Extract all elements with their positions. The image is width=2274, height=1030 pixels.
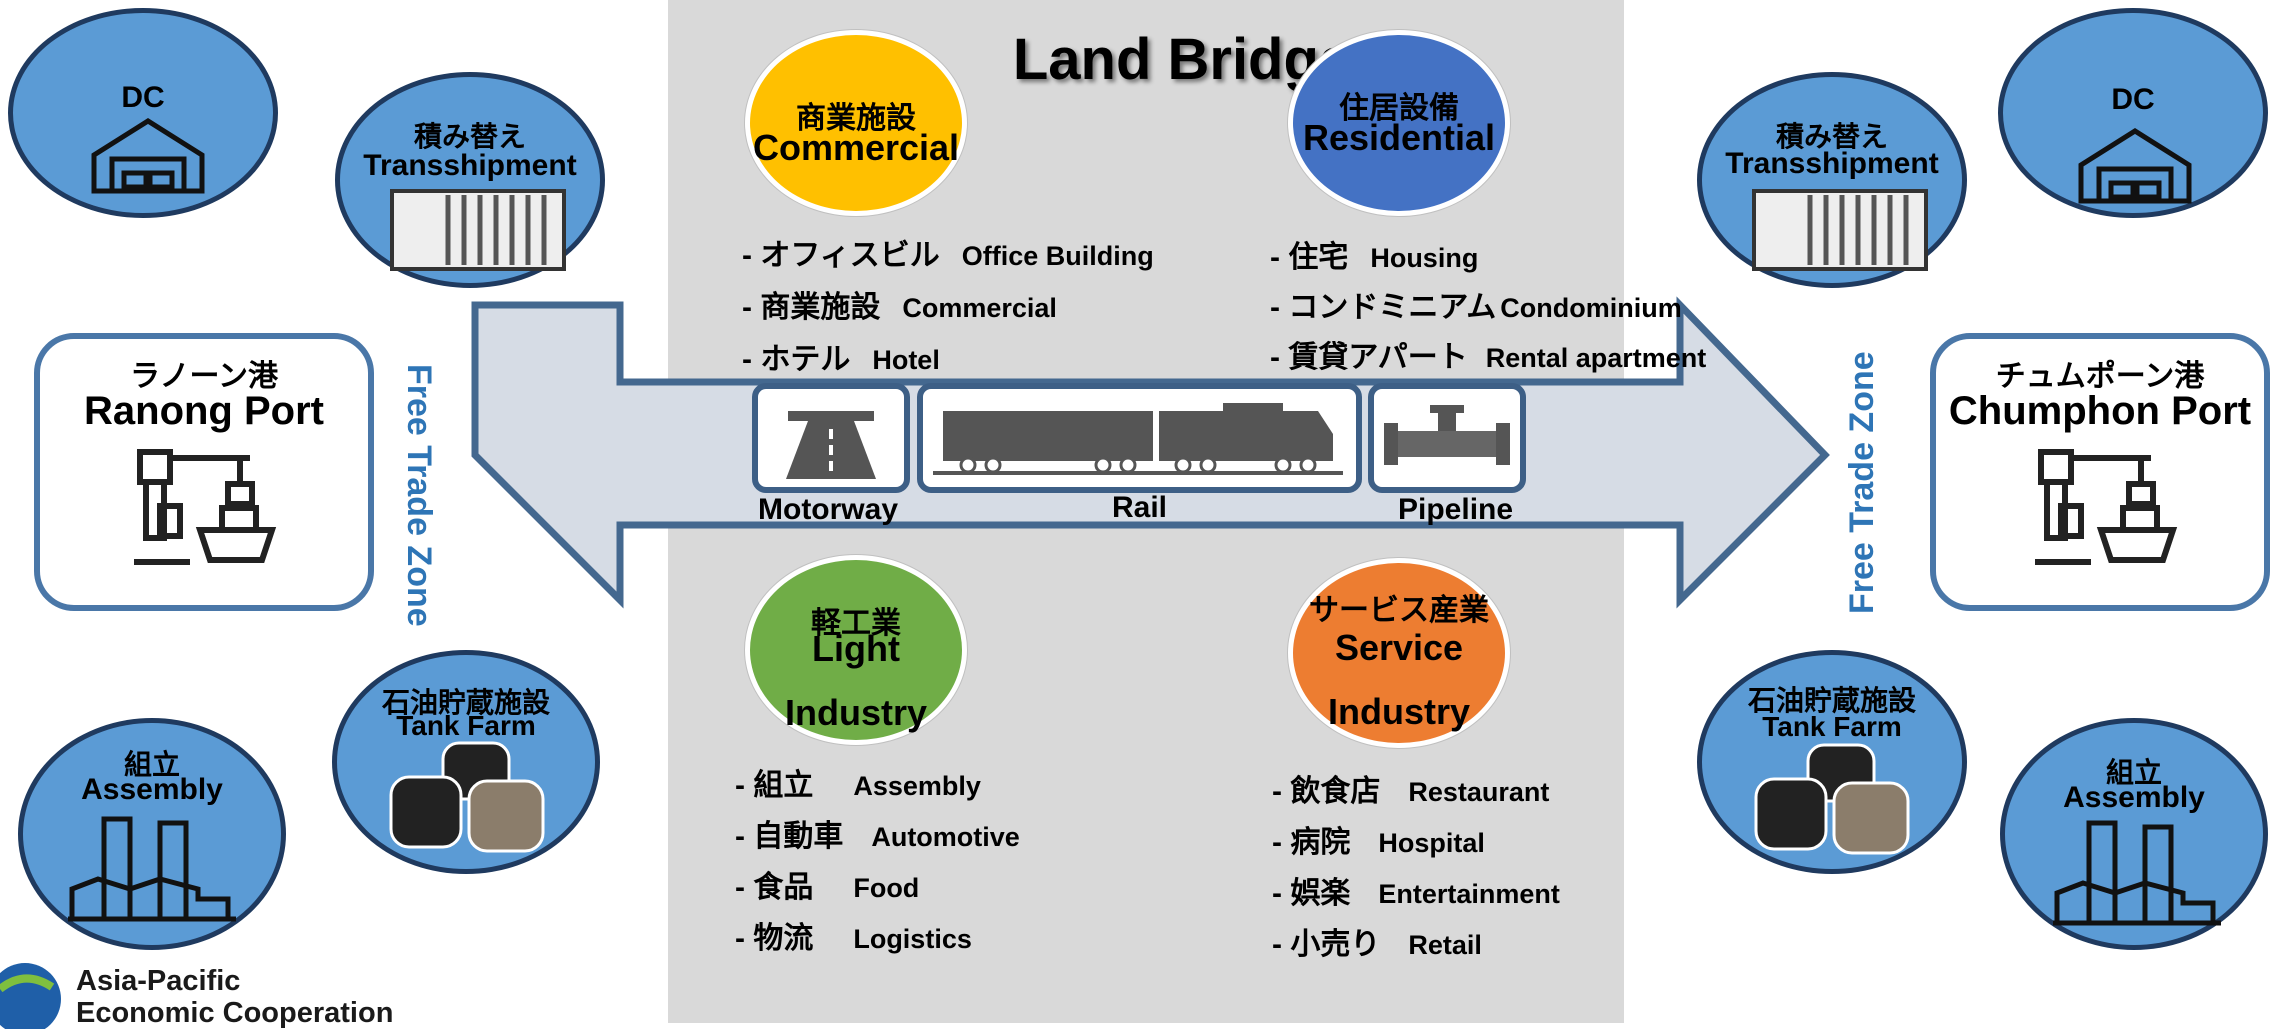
train-icon — [933, 403, 1343, 475]
tank-farm-circle-left: 石油貯蔵施設 Tank Farm — [332, 650, 600, 874]
tank-farm-jp: 石油貯蔵施設 — [381, 687, 550, 718]
motorway-icon — [786, 411, 876, 479]
residential-en: Residential — [1302, 117, 1496, 158]
factory-icon — [68, 816, 236, 922]
chumphon-port: チュムポーン港 Chumphon Port — [1930, 333, 2270, 611]
commercial-jp: 商業施設 — [796, 102, 916, 135]
chumphon-port-en: Chumphon Port — [1948, 389, 2252, 433]
apec-logo: Asia-Pacific Economic Cooperation — [0, 955, 460, 1029]
light-industry-en2: Industry — [784, 692, 927, 733]
transshipment-en: Transshipment — [363, 149, 577, 182]
assembly-circle-left: 組立 Assembly — [18, 718, 286, 950]
pipeline-box — [1368, 383, 1526, 493]
pipeline-label: Pipeline — [1398, 493, 1514, 526]
warehouse-icon — [91, 118, 205, 194]
chumphon-port-jp: チュムポーン港 — [1995, 360, 2205, 393]
tanks-icon — [1754, 743, 1910, 855]
tank-farm-en: Tank Farm — [1762, 711, 1902, 742]
dc-label: DC — [121, 81, 165, 114]
residential-jp: 住居設備 — [1339, 92, 1459, 125]
service-industry-jp: サービス産業 — [1309, 594, 1489, 627]
rail-label: Rail — [1112, 491, 1168, 524]
transshipment-jp: 積み替え — [413, 121, 526, 152]
page-title: Land Bridge — [1012, 27, 1352, 92]
ranong-port-jp: ラノーン港 — [130, 360, 278, 393]
transshipment-en: Transshipment — [1725, 147, 1939, 180]
service-industry-circle: サービス産業 Service Industry — [1288, 558, 1510, 748]
commercial-circle: 商業施設 Commercial — [745, 30, 967, 216]
light-industry-circle: 軽工業 Light Industry — [745, 555, 967, 745]
assembly-en: Assembly — [2063, 781, 2205, 814]
logo-line2: Economic Cooperation — [76, 997, 394, 1029]
container-icon — [1752, 189, 1928, 271]
motorway-box — [752, 383, 910, 493]
assembly-jp: 組立 — [2105, 757, 2162, 788]
dc-circle-left: DC — [8, 8, 278, 218]
light-industry-jp: 軽工業 — [811, 607, 901, 640]
crane-ship-icon — [2035, 449, 2178, 565]
tank-farm-jp: 石油貯蔵施設 — [1747, 685, 1916, 716]
assembly-jp: 組立 — [123, 749, 180, 780]
transshipment-jp: 積み替え — [1775, 121, 1888, 152]
transshipment-circle-right: 積み替え Transshipment — [1697, 72, 1967, 288]
light-industry-en1: Light — [812, 628, 900, 669]
logo-line1: Asia-Pacific — [76, 965, 241, 997]
tank-farm-en: Tank Farm — [396, 710, 536, 741]
rail-box — [917, 383, 1362, 493]
crane-ship-icon — [134, 449, 277, 565]
residential-circle: 住居設備 Residential — [1288, 30, 1510, 216]
container-icon — [390, 189, 566, 271]
tanks-icon — [389, 741, 545, 853]
dc-label: DC — [2111, 83, 2155, 116]
factory-icon — [2053, 820, 2221, 926]
ranong-port-en: Ranong Port — [84, 389, 324, 433]
assembly-en: Assembly — [81, 773, 223, 806]
pipeline-icon — [1384, 405, 1510, 465]
assembly-circle-right: 組立 Assembly — [2000, 718, 2268, 950]
service-industry-en1: Service — [1334, 627, 1464, 668]
motorway-label: Motorway — [758, 493, 899, 526]
globe-icon — [0, 963, 61, 1029]
dc-circle-right: DC — [1998, 8, 2268, 218]
transshipment-circle-left: 積み替え Transshipment — [335, 72, 605, 288]
free-trade-zone-left: Free Trade Zone — [400, 364, 438, 627]
ranong-port: ラノーン港 Ranong Port — [34, 333, 374, 611]
free-trade-zone-right: Free Trade Zone — [1843, 351, 1881, 614]
service-industry-en2: Industry — [1327, 691, 1470, 732]
commercial-en: Commercial — [752, 127, 960, 168]
warehouse-icon — [2078, 128, 2192, 204]
tank-farm-circle-right: 石油貯蔵施設 Tank Farm — [1697, 650, 1967, 874]
